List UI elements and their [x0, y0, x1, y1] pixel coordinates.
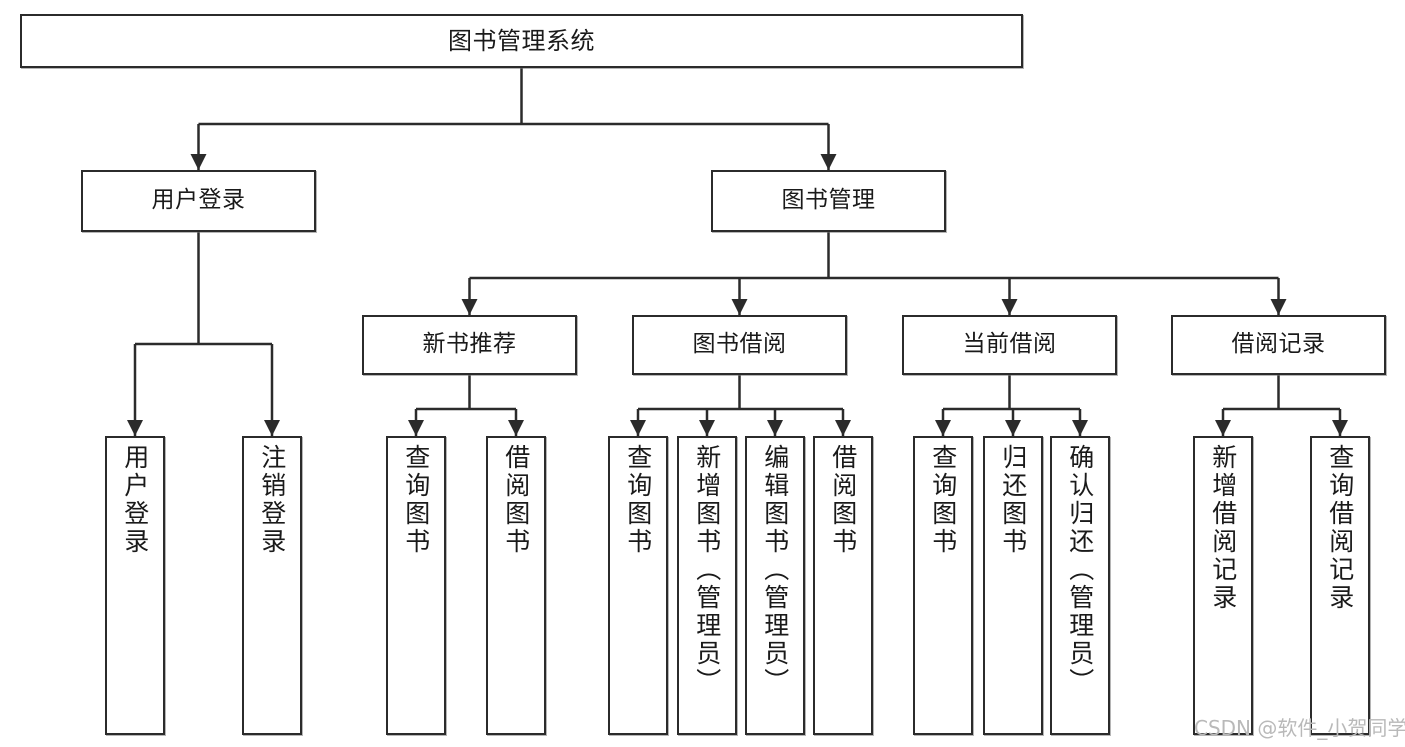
node-l_bo_query[interactable]: 查询图书 — [608, 436, 668, 735]
csdn-watermark: CSDN @软件_小贺同学 — [1194, 716, 1405, 740]
node-label: 新增图书（管理员） — [692, 444, 722, 696]
node-label: 归还图书 — [998, 444, 1028, 556]
node-newbook[interactable]: 新书推荐 — [362, 315, 577, 375]
node-l_cu_return[interactable]: 归还图书 — [983, 436, 1043, 735]
arrowhead — [935, 420, 951, 436]
node-label: 查询借阅记录 — [1325, 444, 1355, 612]
arrowhead — [835, 420, 851, 436]
arrowhead — [190, 154, 207, 170]
node-label: 图书借阅 — [692, 331, 787, 358]
arrowhead — [820, 154, 837, 170]
node-l_re_query[interactable]: 查询借阅记录 — [1310, 436, 1370, 735]
node-l_logout[interactable]: 注销登录 — [242, 436, 302, 735]
arrowhead — [767, 420, 783, 436]
arrowhead — [1215, 420, 1231, 436]
node-label: 当前借阅 — [962, 331, 1057, 358]
arrowhead — [127, 420, 143, 436]
node-current[interactable]: 当前借阅 — [902, 315, 1117, 375]
arrowhead — [408, 420, 424, 436]
arrowhead — [1072, 420, 1088, 436]
arrowhead — [461, 299, 478, 315]
arrowhead — [1332, 420, 1348, 436]
node-l_bo_add[interactable]: 新增图书（管理员） — [677, 436, 737, 735]
node-label: 编辑图书（管理员） — [760, 444, 790, 696]
node-label: 新书推荐 — [422, 331, 517, 358]
node-label: 图书管理 — [781, 187, 876, 214]
node-l_re_add[interactable]: 新增借阅记录 — [1193, 436, 1253, 735]
arrowhead — [731, 299, 748, 315]
node-l_bo_edit[interactable]: 编辑图书（管理员） — [745, 436, 805, 735]
node-l_bo_borrow[interactable]: 借阅图书 — [813, 436, 873, 735]
node-label: 查询图书 — [623, 444, 653, 556]
node-label: 借阅图书 — [501, 444, 531, 556]
node-root[interactable]: 图书管理系统 — [20, 14, 1023, 68]
arrowhead — [508, 420, 524, 436]
node-bookmgmt[interactable]: 图书管理 — [711, 170, 946, 232]
node-label: 注销登录 — [257, 444, 287, 556]
node-records[interactable]: 借阅记录 — [1171, 315, 1386, 375]
node-label: 用户登录 — [151, 187, 246, 214]
node-label: 借阅图书 — [828, 444, 858, 556]
node-borrow[interactable]: 图书借阅 — [632, 315, 847, 375]
node-label: 图书管理系统 — [448, 26, 595, 55]
node-label: 查询图书 — [928, 444, 958, 556]
arrowhead — [264, 420, 280, 436]
node-label: 借阅记录 — [1231, 331, 1326, 358]
node-l_nb_borrow[interactable]: 借阅图书 — [486, 436, 546, 735]
node-l_cu_confirm[interactable]: 确认归还（管理员） — [1050, 436, 1110, 735]
node-label: 查询图书 — [401, 444, 431, 556]
node-l_nb_query[interactable]: 查询图书 — [386, 436, 446, 735]
node-label: 新增借阅记录 — [1208, 444, 1238, 612]
node-label: 用户登录 — [120, 444, 150, 556]
node-l_userlogin[interactable]: 用户登录 — [105, 436, 165, 735]
arrowhead — [1001, 299, 1018, 315]
arrowhead — [1270, 299, 1287, 315]
arrowhead — [630, 420, 646, 436]
node-login[interactable]: 用户登录 — [81, 170, 316, 232]
node-label: 确认归还（管理员） — [1065, 444, 1095, 696]
arrowhead — [699, 420, 715, 436]
node-l_cu_query[interactable]: 查询图书 — [913, 436, 973, 735]
arrowhead — [1005, 420, 1021, 436]
